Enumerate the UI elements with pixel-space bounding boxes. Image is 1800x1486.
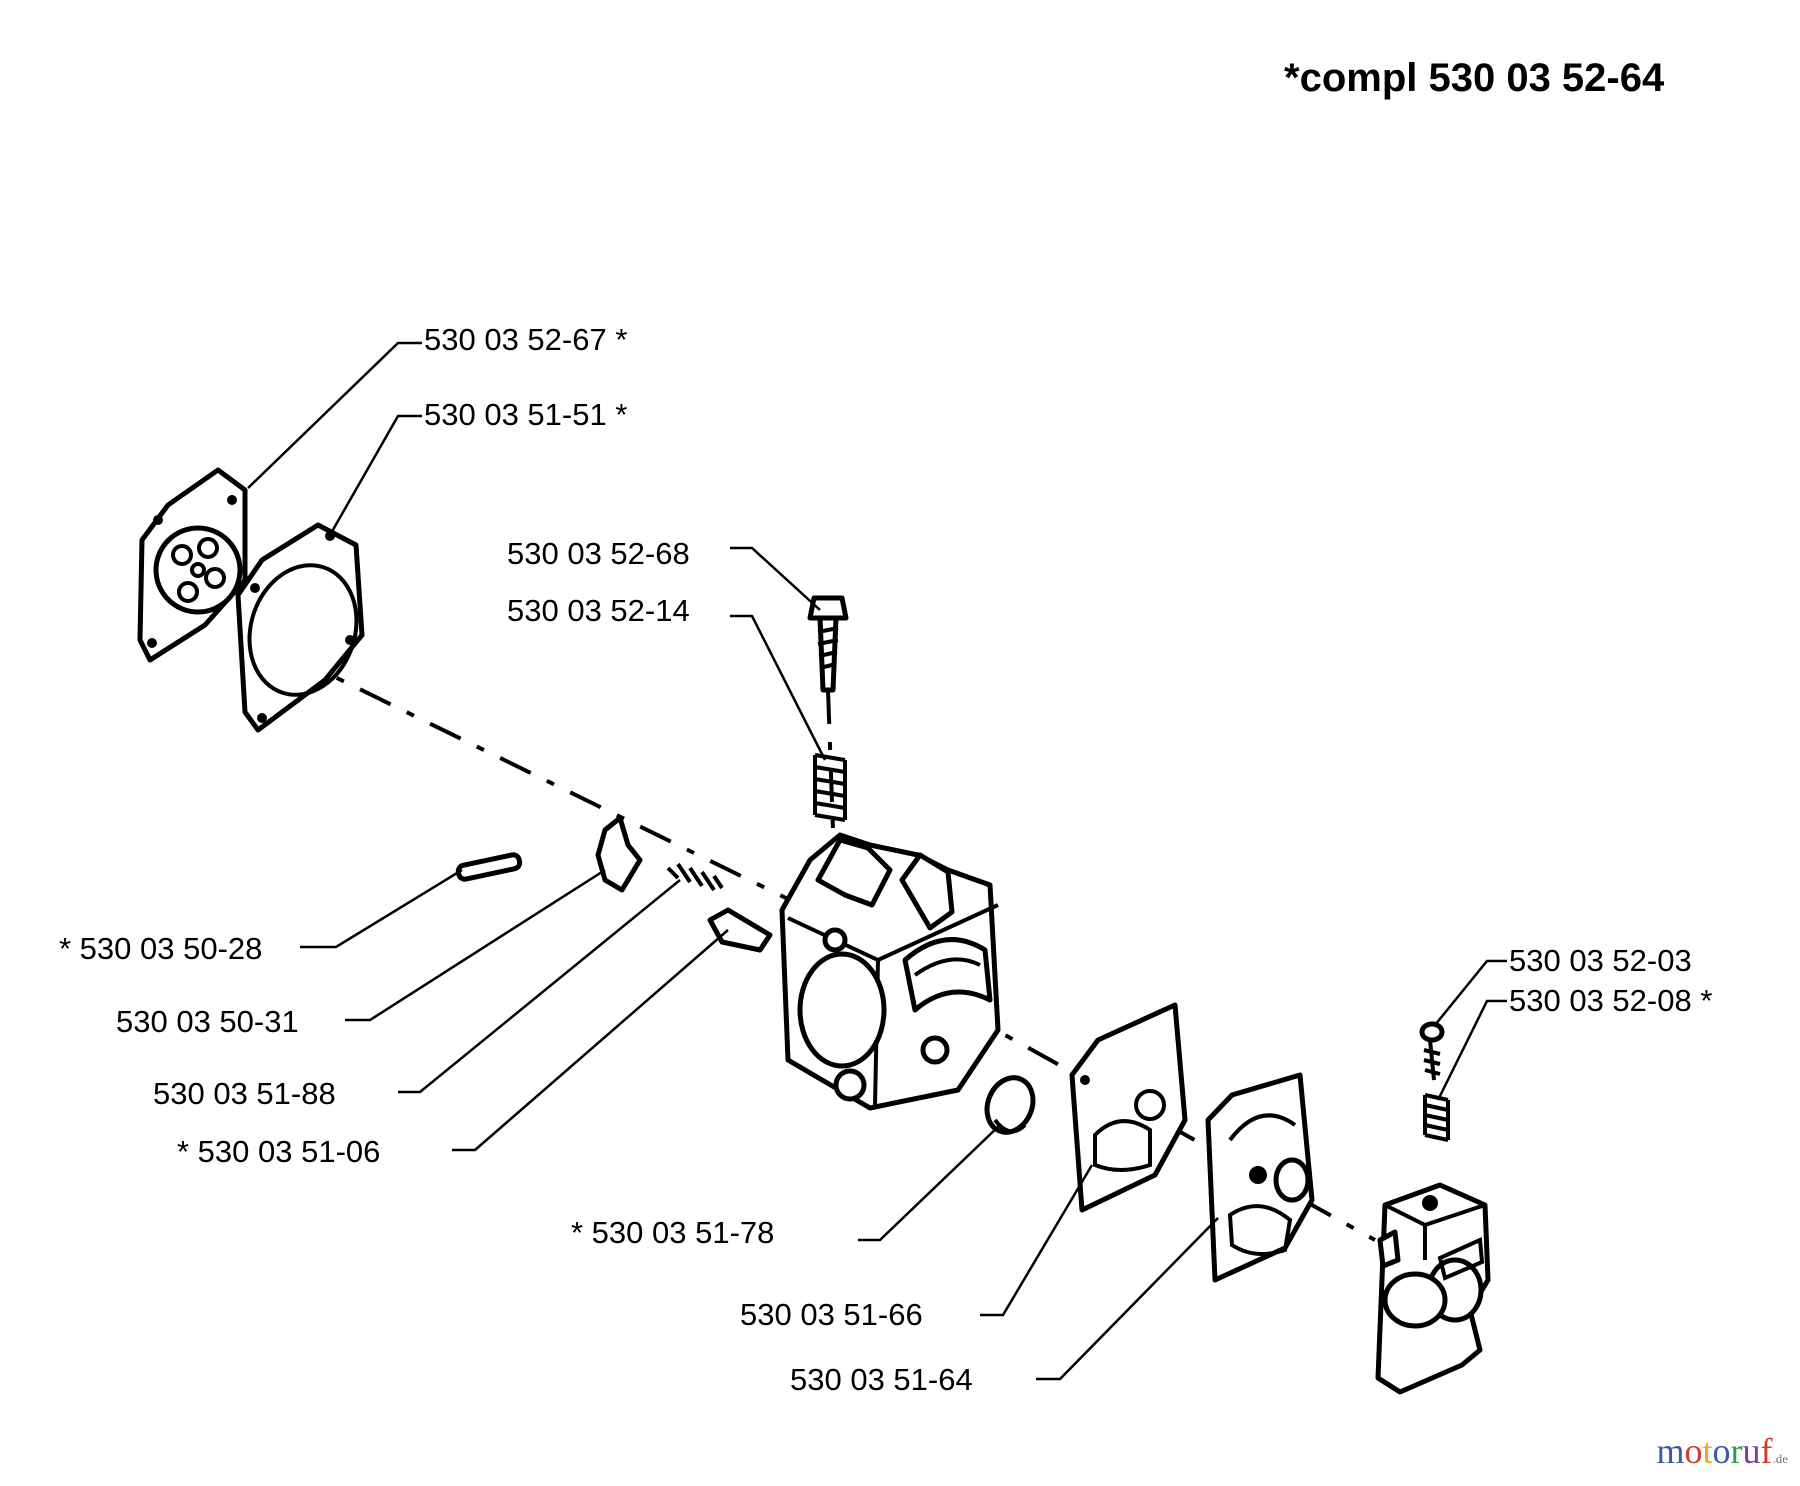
watermark-letter: f bbox=[1760, 1431, 1773, 1471]
watermark-letter: o bbox=[1712, 1431, 1731, 1471]
lever-spring-part bbox=[666, 862, 724, 892]
part-label: 530 03 52-67 * bbox=[424, 322, 628, 357]
part-label: 530 03 52-14 bbox=[507, 593, 690, 628]
part-label: 530 03 52-03 bbox=[1509, 943, 1692, 978]
carburetor-body bbox=[779, 832, 1001, 1111]
part-label: * 530 03 51-78 bbox=[571, 1215, 775, 1250]
watermark-brand: motoruf bbox=[1656, 1431, 1772, 1471]
assembly-axis-line bbox=[289, 653, 791, 902]
part-label: 530 03 52-08 * bbox=[1509, 983, 1713, 1018]
part-label: 530 03 51-88 bbox=[153, 1076, 336, 1111]
watermark-letter: t bbox=[1702, 1431, 1713, 1471]
assembly-kit-label: *compl 530 03 52-64 bbox=[1284, 56, 1665, 100]
gasket-part bbox=[235, 522, 365, 733]
watermark-suffix: .de bbox=[1772, 1451, 1788, 1466]
pump-gasket-part bbox=[1069, 1002, 1188, 1213]
plug-part bbox=[984, 1075, 1036, 1135]
spring-part bbox=[813, 753, 847, 822]
needle-part bbox=[707, 907, 773, 953]
part-label: 530 03 51-66 bbox=[740, 1297, 923, 1332]
pin-part bbox=[455, 852, 523, 882]
part-label: 530 03 50-31 bbox=[116, 1004, 299, 1039]
watermark-letter: o bbox=[1684, 1431, 1703, 1471]
watermark-letter: u bbox=[1742, 1431, 1761, 1471]
part-label: 530 03 51-51 * bbox=[424, 397, 628, 432]
cover-part bbox=[1375, 1182, 1491, 1395]
diaphragm-part bbox=[137, 467, 248, 663]
watermark-logo: motoruf.de bbox=[1656, 1430, 1788, 1472]
lever-part bbox=[595, 815, 643, 893]
pump-diaphragm-part bbox=[1205, 1072, 1315, 1283]
screw-axis-line bbox=[826, 689, 835, 831]
small-spring-part bbox=[1423, 1093, 1450, 1142]
screw-part bbox=[807, 595, 849, 693]
part-label: 530 03 51-64 bbox=[790, 1362, 973, 1397]
part-label: 530 03 52-68 bbox=[507, 536, 690, 571]
leader-lines bbox=[247, 341, 1507, 1381]
watermark-letter: r bbox=[1730, 1431, 1743, 1471]
small-screw-part bbox=[1419, 1021, 1445, 1081]
watermark-letter: m bbox=[1656, 1431, 1685, 1471]
part-label: * 530 03 51-06 bbox=[177, 1134, 381, 1169]
part-label: * 530 03 50-28 bbox=[59, 931, 263, 966]
